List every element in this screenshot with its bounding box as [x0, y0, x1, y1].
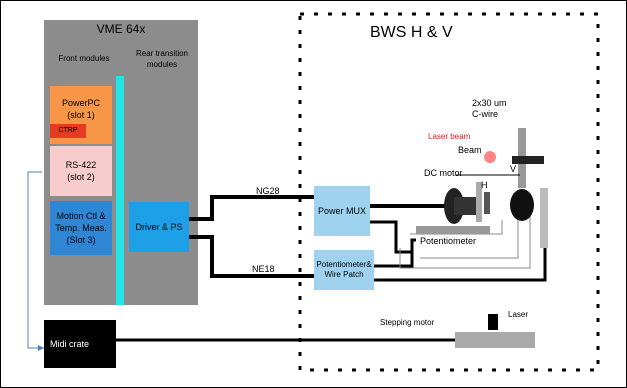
v-motor	[510, 189, 534, 221]
ctrp-module: CTRP	[50, 124, 86, 138]
cwire-label: 2x30 um C-wire	[472, 98, 507, 119]
motion-label: Motion Ctl & Temp. Meas. (Slot 3)	[55, 211, 107, 245]
v-arm	[512, 156, 544, 164]
stepping-motor	[455, 332, 535, 348]
pot-wire-patch-label: Potentiometer& Wire Patch	[316, 260, 372, 279]
v-label: V	[510, 164, 517, 174]
powerpc-label: PowerPC (slot 1)	[61, 98, 100, 120]
grey-wire-2	[420, 208, 519, 259]
pot-wire-patch-box: Potentiometer& Wire Patch	[314, 250, 374, 290]
beam-label: Beam	[458, 145, 482, 155]
h-mount	[484, 192, 490, 214]
ng28-label: NG28	[256, 186, 280, 196]
power-mux-box: Power MUX	[314, 186, 370, 236]
ng28-cable	[189, 195, 314, 221]
h-fork	[476, 182, 482, 222]
front-modules-label: Front modules	[58, 54, 110, 63]
midi-crate: Midi crate	[44, 320, 116, 368]
potentiometer-label: Potentiometer	[420, 236, 477, 246]
midi-link	[27, 171, 44, 349]
laser-beam-label: Laser beam	[428, 132, 471, 141]
potentiometer-body	[416, 226, 490, 234]
rs422-label: RS-422 (slot 2)	[65, 160, 97, 182]
bws-title: BWS H & V	[370, 24, 453, 41]
v-guide	[540, 188, 548, 248]
beam-dot	[484, 151, 496, 163]
dc-motor-label: DC motor	[424, 168, 463, 178]
rs422-module: RS-422 (slot 2)	[50, 146, 112, 196]
h-label: H	[481, 180, 488, 190]
ne18-cable	[189, 235, 314, 278]
power-mux-label: Power MUX	[317, 206, 366, 216]
patch-pot-cable	[374, 238, 416, 268]
midi-link-arrow	[38, 345, 44, 351]
motion-module: Motion Ctl & Temp. Meas. (Slot 3)	[50, 201, 112, 255]
backplane-bar	[116, 76, 124, 305]
mux-pot-cable	[370, 220, 412, 254]
bws-dashed-box	[298, 12, 600, 372]
grey-wire-3	[399, 204, 531, 269]
midi-crate-label: Midi crate	[50, 339, 90, 349]
stepping-motor-label: Stepping motor	[380, 318, 435, 327]
rear-modules-label: Rear transition modules	[135, 49, 189, 69]
ne18-label: NE18	[252, 264, 275, 274]
dc-motor-shaft	[454, 197, 478, 215]
driver-ps-module: Driver & PS	[129, 202, 189, 252]
laser-block	[488, 314, 498, 330]
driver-ps-label: Driver & PS	[135, 222, 183, 232]
vme-title: VME 64x	[96, 22, 146, 36]
laser-label: Laser	[508, 310, 529, 319]
